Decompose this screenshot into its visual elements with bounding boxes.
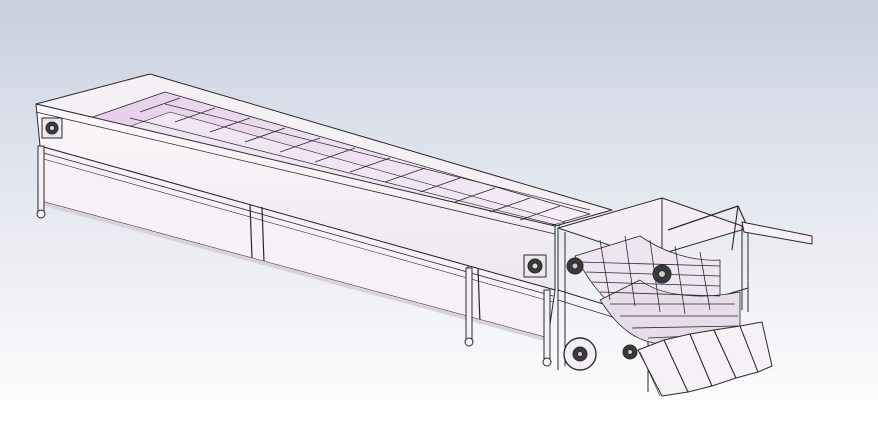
sprocket-lower bbox=[622, 344, 638, 360]
drive-arm bbox=[667, 205, 813, 251]
discharge-chutes bbox=[637, 321, 773, 397]
chain-elevator bbox=[574, 235, 741, 346]
tank-legs bbox=[36, 145, 552, 367]
drive-bearing-right bbox=[523, 254, 547, 278]
support-wheel bbox=[563, 337, 597, 371]
drive-bearing-left bbox=[41, 117, 63, 139]
tank-body bbox=[35, 73, 613, 342]
sprocket-upper bbox=[566, 257, 584, 275]
sprocket-middle bbox=[652, 264, 672, 284]
conveyor-slats bbox=[129, 97, 591, 227]
